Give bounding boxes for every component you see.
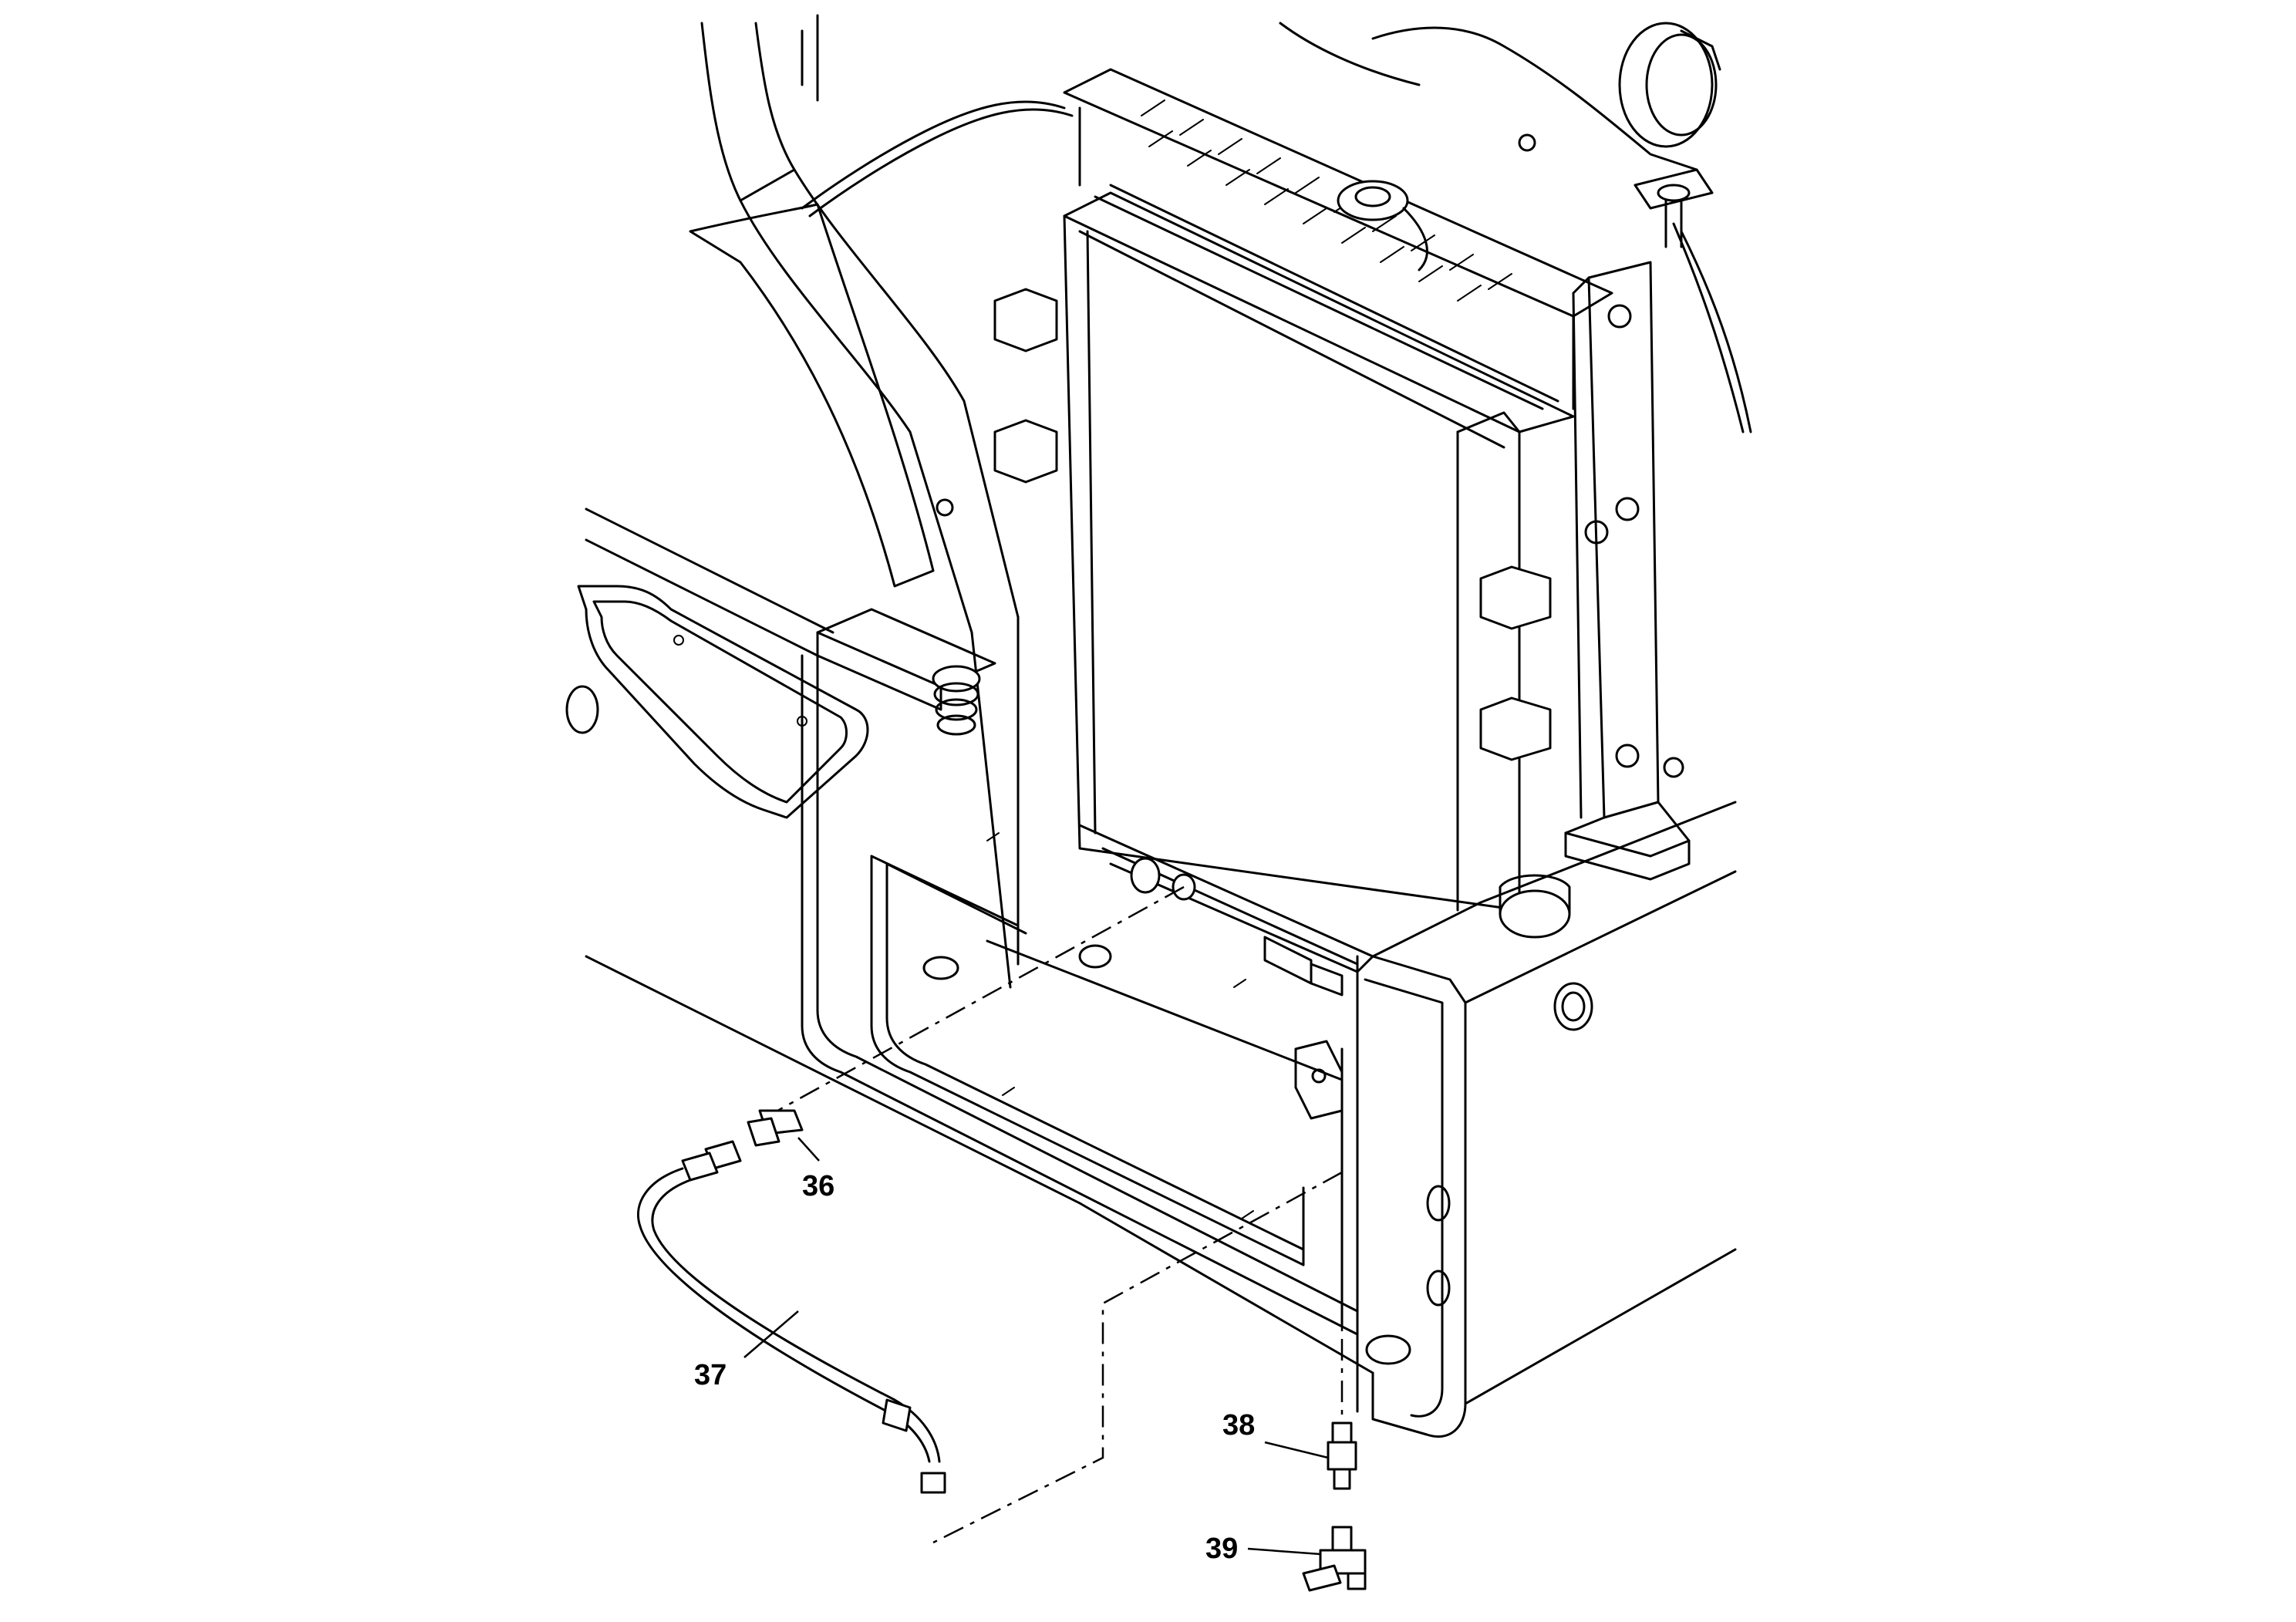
part-36-fitting — [747, 1109, 804, 1147]
callout-37-label: 37 — [694, 1359, 727, 1391]
left-panel-cutout — [565, 585, 869, 819]
part-37-hose — [636, 1140, 946, 1494]
left-arm-bracket — [689, 14, 1020, 989]
radiator-core — [1063, 184, 1575, 912]
callout-37: 37 — [694, 1310, 799, 1391]
upper-hose-assembly — [1279, 22, 1752, 433]
assembly-guide-lines — [763, 885, 1344, 1544]
part-39-tee-fitting — [1302, 1526, 1367, 1592]
part-38-fitting — [1327, 1421, 1357, 1490]
callout-36: 36 — [797, 1137, 834, 1202]
radiator-top-tank — [801, 68, 1613, 410]
callout-36-label: 36 — [802, 1170, 834, 1202]
callout-38-label: 38 — [1222, 1409, 1255, 1442]
mount-blocks — [993, 288, 1552, 761]
right-support-bracket — [1564, 261, 1691, 881]
chassis-frame — [585, 508, 1737, 1438]
radiator-bottom-tank — [922, 824, 1374, 1120]
callout-39-label: 39 — [1205, 1533, 1238, 1565]
callout-39: 39 — [1205, 1533, 1321, 1565]
callout-38: 38 — [1222, 1409, 1329, 1459]
